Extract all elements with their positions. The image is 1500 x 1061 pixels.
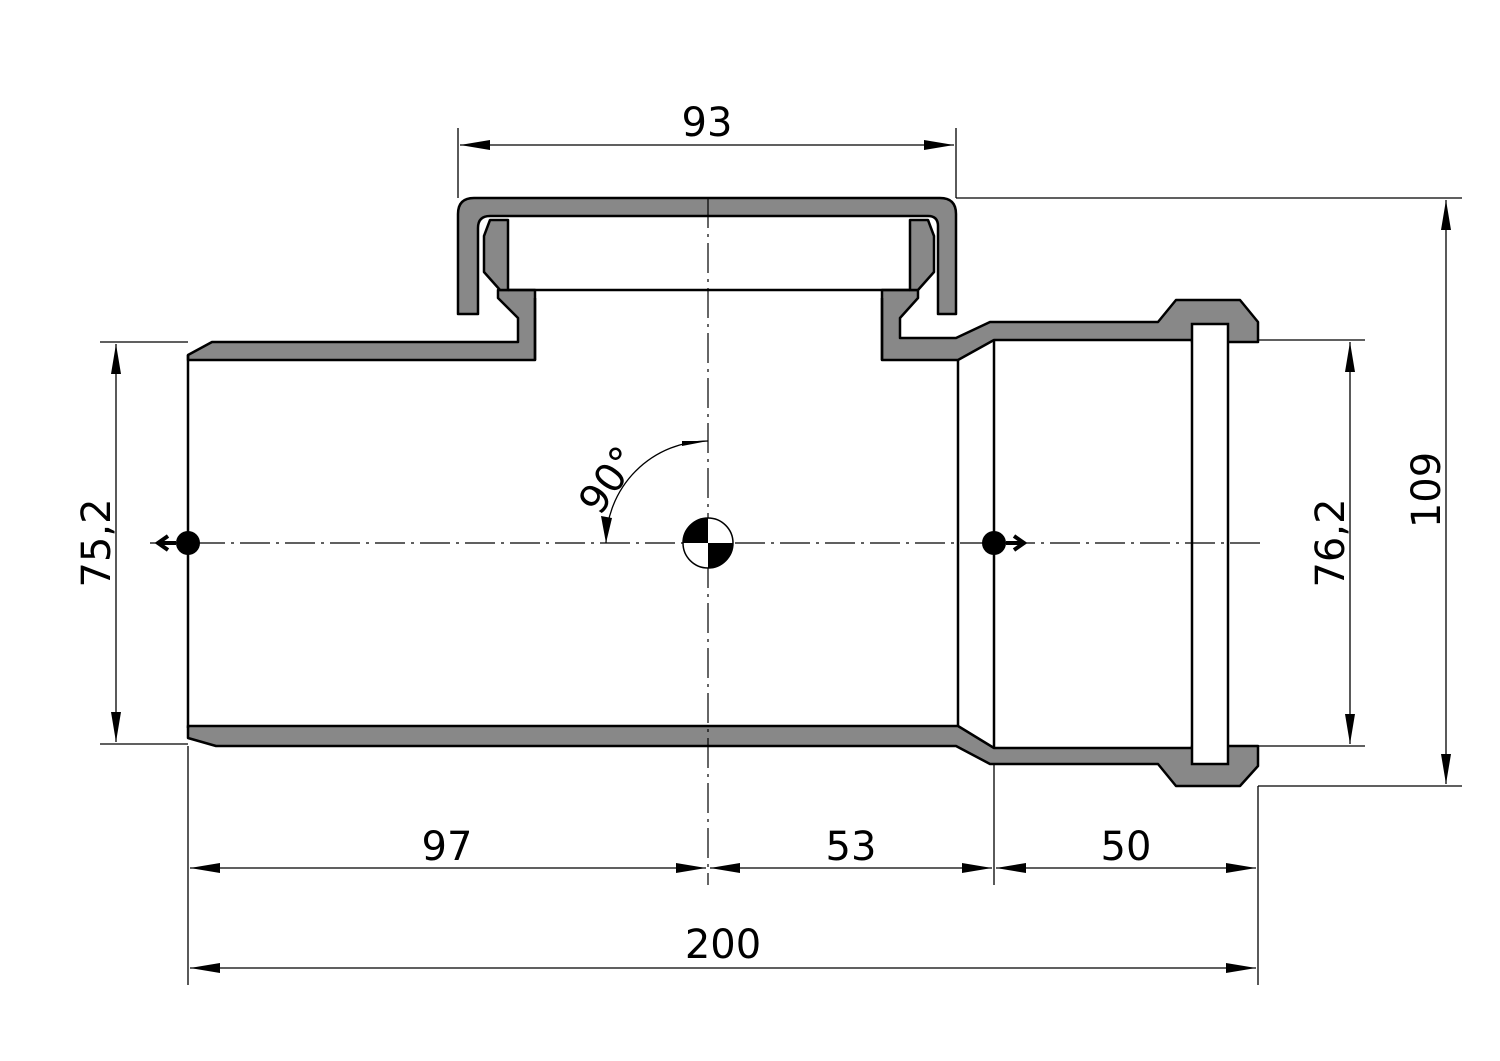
dim-left-diameter: 75,2 [74, 498, 120, 587]
right-end-marker-icon [982, 531, 1028, 555]
seal-right [908, 218, 936, 292]
socket-seal-ring [1190, 322, 1230, 766]
dim-top-branch-width: 93 [682, 100, 733, 146]
seal-left [482, 218, 510, 292]
left-end-marker-icon [154, 531, 200, 555]
pipe-body [186, 196, 1260, 788]
angle-indicator: 90° [570, 438, 709, 544]
dim-segment-right: 50 [1101, 824, 1152, 870]
top-wall-right [880, 288, 1260, 362]
dim-total-height: 109 [1404, 452, 1450, 528]
bottom-wall [186, 724, 1260, 788]
dimensions: 93 75,2 76,2 109 97 53 50 200 [74, 100, 1462, 985]
top-wall [186, 288, 537, 362]
dim-total-length: 200 [685, 922, 761, 968]
center-mark-icon [682, 517, 734, 569]
angle-label: 90° [570, 438, 648, 522]
dim-segment-left: 97 [422, 824, 473, 870]
dim-right-diameter: 76,2 [1308, 498, 1354, 587]
dim-segment-middle: 53 [826, 824, 877, 870]
branch-socket [456, 196, 958, 316]
